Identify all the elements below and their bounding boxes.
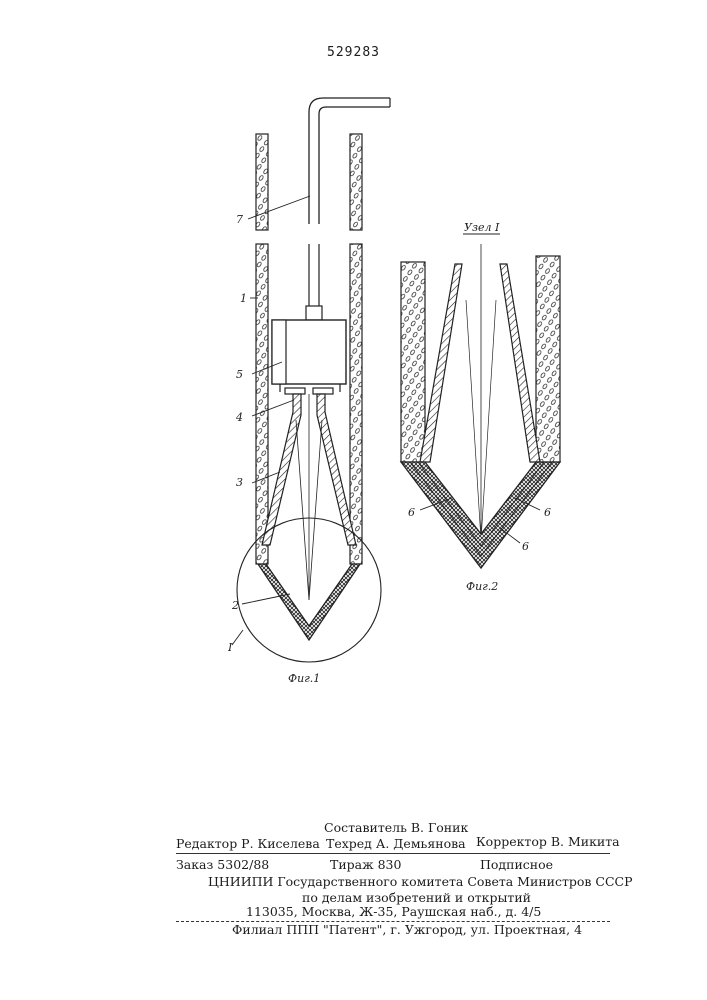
imprint-divider-1 xyxy=(176,853,610,854)
address: 113035, Москва, Ж-35, Раушская наб., д. … xyxy=(246,904,541,919)
label-6-bottom: 6 xyxy=(522,540,529,553)
fig1-caption: Фиг.1 xyxy=(288,672,320,685)
label-6-left: 6 xyxy=(408,506,415,519)
fig2-title: Узел I xyxy=(464,221,500,234)
compiler: Составитель В. Гоник xyxy=(324,820,468,835)
institute: ЦНИИПИ Государственного комитета Совета … xyxy=(208,874,633,889)
figure-1 xyxy=(232,98,390,662)
techred: Техред А. Демьянова xyxy=(326,836,466,851)
label-3: 3 xyxy=(236,476,243,489)
label-I: I xyxy=(227,641,233,654)
branch: Филиал ППП "Патент", г. Ужгород, ул. Про… xyxy=(232,922,582,937)
label-2: 2 xyxy=(231,599,239,612)
figure-2 xyxy=(401,234,560,568)
corrector: Корректор В. Микита xyxy=(476,834,620,849)
subscription: Подписное xyxy=(480,857,553,872)
fig2-caption: Фиг.2 xyxy=(466,580,498,593)
editor: Редактор Р. Киселева xyxy=(176,836,320,851)
label-7: 7 xyxy=(236,213,243,226)
order: Заказ 5302/88 xyxy=(176,857,269,872)
label-4: 4 xyxy=(235,411,243,424)
label-6-right: 6 xyxy=(544,506,551,519)
label-1: 1 xyxy=(240,292,247,305)
print-run: Тираж 830 xyxy=(330,857,401,872)
label-5: 5 xyxy=(236,368,243,381)
institute-sub: по делам изобретений и открытий xyxy=(302,890,531,905)
